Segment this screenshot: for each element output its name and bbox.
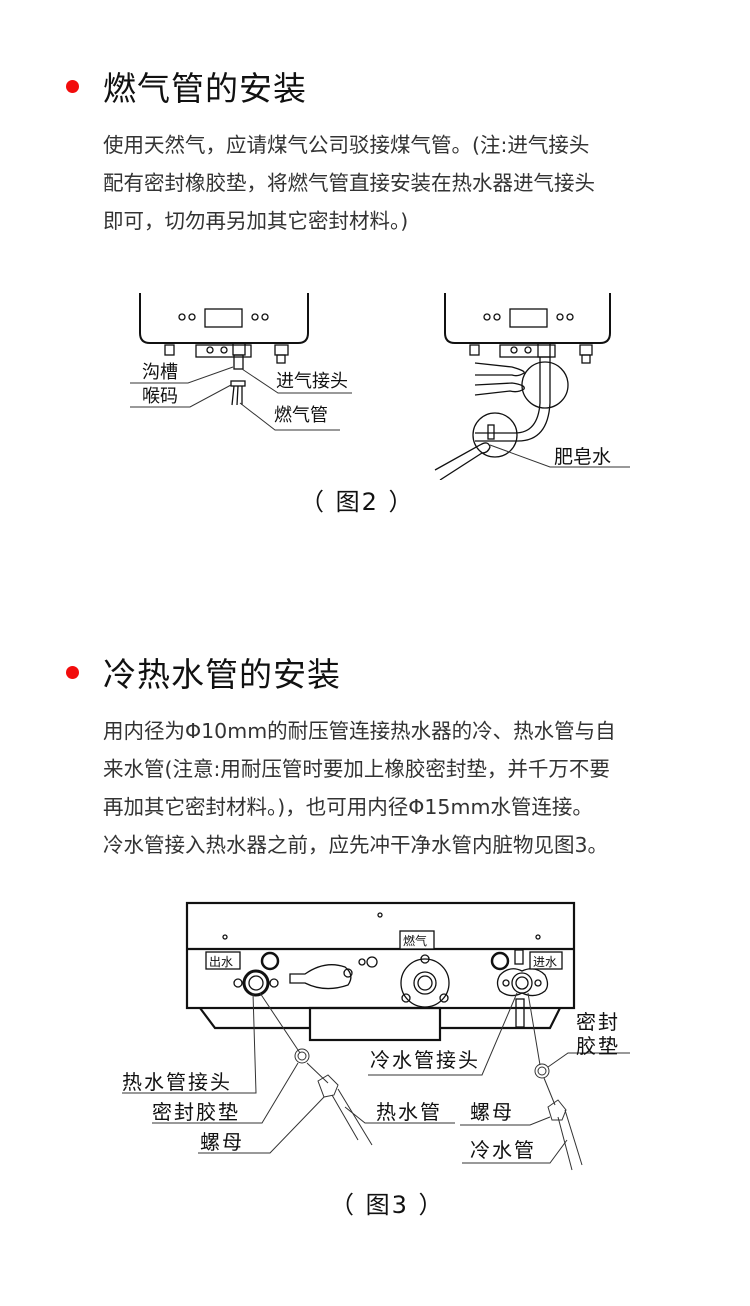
red-bullet-icon [66, 79, 79, 93]
gas-pipe-instructions: 使用天然气，应请煤气公司驳接煤气管。(注:进气接头 配有密封橡胶垫，将燃气管直接… [103, 126, 703, 240]
label-cold-water-pipe: 冷水管 [470, 1138, 536, 1162]
section-title: 冷热水管的安装 [103, 655, 341, 694]
label-soap-water: 肥皂水 [554, 446, 611, 468]
label-water-out: 出水 [209, 955, 233, 969]
paragraph-line: 配有密封橡胶垫，将燃气管直接安装在热水器进气接头 [103, 171, 595, 195]
label-gas-pipe: 燃气管 [274, 405, 328, 426]
water-pipe-instructions: 用内径为Φ10mm的耐压管连接热水器的冷、热水管与自 来水管(注意:用耐压管时要… [103, 712, 703, 864]
paragraph-line: 用内径为Φ10mm的耐压管连接热水器的冷、热水管与自 [103, 719, 616, 743]
figure-2-caption: （ 图2 ） [300, 488, 415, 516]
label-nut-right: 螺母 [470, 1100, 514, 1124]
label-nut-left: 螺母 [200, 1130, 244, 1154]
section-title: 燃气管的安装 [103, 69, 307, 108]
label-gas: 燃气 [403, 933, 427, 948]
paragraph-line: 再加其它密封材料。)，也可用内径Φ15mm水管连接。 [103, 795, 593, 819]
label-water-in: 进水 [533, 955, 557, 969]
label-groove: 沟槽 [142, 362, 178, 383]
label-clamp: 喉码 [142, 386, 178, 407]
label-seal-gasket-right-line2: 胶垫 [576, 1034, 620, 1058]
paragraph-line: 即可，切勿再另加其它密封材料。) [103, 209, 409, 233]
red-bullet-icon [66, 665, 79, 679]
paragraph-line: 来水管(注意:用耐压管时要加上橡胶密封垫，并千万不要 [103, 757, 610, 781]
label-seal-gasket-right-line1: 密封 [576, 1010, 620, 1034]
water-pipe-diagram: 出水 燃气 进水 热水管接头 密封胶垫 螺母 热水管 冷水管接头 密封 胶垫 螺… [122, 901, 630, 1171]
section-gas-pipe-heading: 燃气管的安装 [66, 62, 307, 110]
label-hot-water-pipe: 热水管 [376, 1100, 442, 1124]
soap-water-test-diagram: 肥皂水 [434, 293, 630, 480]
label-cold-water-connector: 冷水管接头 [370, 1048, 480, 1072]
paragraph-line: 使用天然气，应请煤气公司驳接煤气管。(注:进气接头 [103, 133, 590, 157]
label-seal-gasket-left: 密封胶垫 [152, 1100, 240, 1124]
figure-3-caption: （ 图3 ） [330, 1191, 445, 1219]
label-hot-water-connector: 热水管接头 [122, 1070, 232, 1094]
label-gas-inlet-connector: 进气接头 [276, 371, 348, 392]
paragraph-line: 冷水管接入热水器之前，应先冲干净水管内脏物见图3。 [103, 833, 609, 857]
gas-pipe-diagram-left: 沟槽 喉码 进气接头 燃气管 [130, 293, 352, 431]
section-water-pipe-heading: 冷热水管的安装 [66, 648, 341, 696]
